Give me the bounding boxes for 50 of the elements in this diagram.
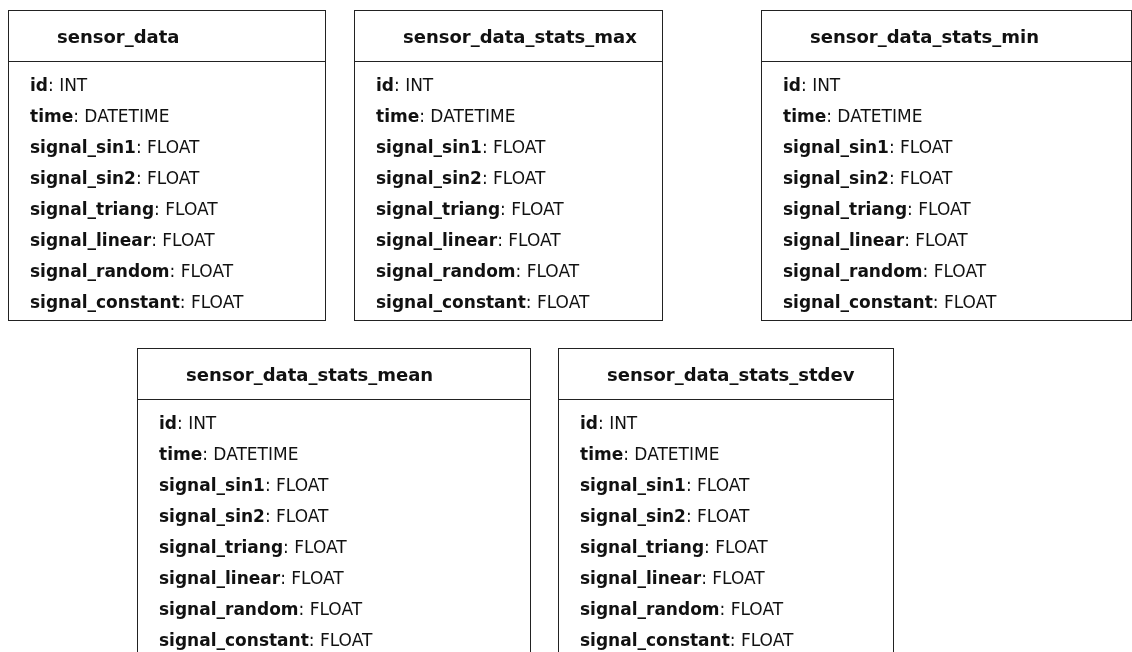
column-field: signal_random: FLOAT [783, 256, 987, 287]
column-field: id: INT [159, 408, 217, 439]
column-field: signal_linear: FLOAT [159, 563, 344, 594]
table-box [8, 10, 326, 321]
column-field: signal_random: FLOAT [30, 256, 234, 287]
column-field: signal_linear: FLOAT [30, 225, 215, 256]
table-name: sensor_data_stats_stdev [607, 363, 855, 385]
column-field: signal_triang: FLOAT [580, 532, 768, 563]
column-field: signal_sin1: FLOAT [159, 470, 329, 501]
column-field: id: INT [783, 70, 841, 101]
table-box [137, 348, 531, 652]
column-field: signal_linear: FLOAT [376, 225, 561, 256]
column-field: time: DATETIME [159, 439, 299, 470]
column-field: signal_sin2: FLOAT [159, 501, 329, 532]
column-field: time: DATETIME [376, 101, 516, 132]
table-name: sensor_data_stats_min [810, 25, 1039, 47]
column-field: signal_sin1: FLOAT [30, 132, 200, 163]
column-field: signal_random: FLOAT [159, 594, 363, 625]
column-field: signal_constant: FLOAT [580, 625, 794, 652]
column-field: signal_triang: FLOAT [159, 532, 347, 563]
column-field: signal_sin1: FLOAT [783, 132, 953, 163]
column-field: signal_sin2: FLOAT [783, 163, 953, 194]
column-field: signal_random: FLOAT [580, 594, 784, 625]
table-box [558, 348, 894, 652]
column-field: signal_triang: FLOAT [783, 194, 971, 225]
column-field: signal_sin2: FLOAT [580, 501, 750, 532]
column-field: signal_sin2: FLOAT [376, 163, 546, 194]
column-field: time: DATETIME [30, 101, 170, 132]
table-name: sensor_data_stats_max [403, 25, 637, 47]
column-field: signal_linear: FLOAT [783, 225, 968, 256]
column-field: id: INT [376, 70, 434, 101]
column-field: id: INT [580, 408, 638, 439]
column-field: signal_random: FLOAT [376, 256, 580, 287]
column-field: time: DATETIME [783, 101, 923, 132]
column-field: signal_constant: FLOAT [783, 287, 997, 318]
column-field: signal_triang: FLOAT [30, 194, 218, 225]
column-field: signal_sin1: FLOAT [376, 132, 546, 163]
column-field: signal_linear: FLOAT [580, 563, 765, 594]
column-field: signal_constant: FLOAT [30, 287, 244, 318]
column-field: signal_sin2: FLOAT [30, 163, 200, 194]
table-box [761, 10, 1132, 321]
table-name: sensor_data_stats_mean [186, 363, 434, 385]
column-field: signal_sin1: FLOAT [580, 470, 750, 501]
column-field: id: INT [30, 70, 88, 101]
column-field: signal_constant: FLOAT [376, 287, 590, 318]
table-box [354, 10, 663, 321]
table-name: sensor_data [57, 25, 180, 47]
column-field: time: DATETIME [580, 439, 720, 470]
column-field: signal_constant: FLOAT [159, 625, 373, 652]
column-field: signal_triang: FLOAT [376, 194, 564, 225]
